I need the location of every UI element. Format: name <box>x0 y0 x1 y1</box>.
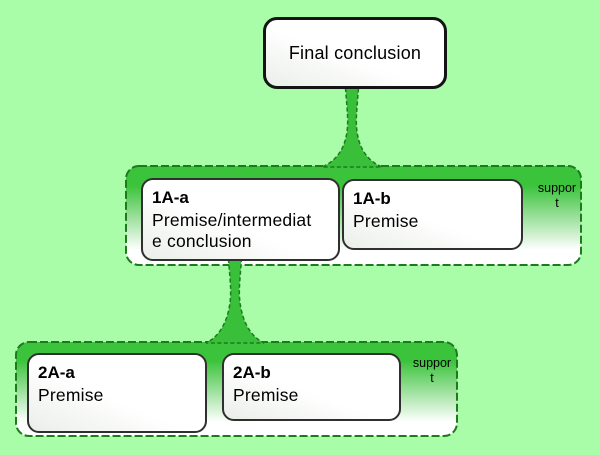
node-2A-a-body: Premise <box>38 385 104 405</box>
node-2A-a[interactable]: 2A-a Premise <box>27 353 207 433</box>
node-1A-a-body: Premise/intermediat e conclusion <box>152 210 312 251</box>
node-2A-b-body: Premise <box>233 385 299 405</box>
node-1A-a[interactable]: 1A-a Premise/intermediat e conclusion <box>141 178 340 261</box>
node-1A-b-body: Premise <box>353 211 419 231</box>
node-1A-a-title: 1A-a <box>152 188 189 207</box>
final-conclusion-label: Final conclusion <box>288 42 422 63</box>
support-label-group-1: suppor t <box>537 181 577 210</box>
support-connector-1[interactable] <box>321 87 383 168</box>
support-connector-2[interactable] <box>205 258 265 344</box>
node-1A-b-title: 1A-b <box>353 189 391 208</box>
node-1A-b[interactable]: 1A-b Premise <box>342 179 523 250</box>
support-label-group-2: suppor t <box>412 356 452 385</box>
node-2A-b[interactable]: 2A-b Premise <box>222 353 401 421</box>
node-2A-b-title: 2A-b <box>233 363 271 382</box>
node-final-conclusion[interactable]: Final conclusion <box>263 17 447 89</box>
node-2A-a-title: 2A-a <box>38 363 75 382</box>
